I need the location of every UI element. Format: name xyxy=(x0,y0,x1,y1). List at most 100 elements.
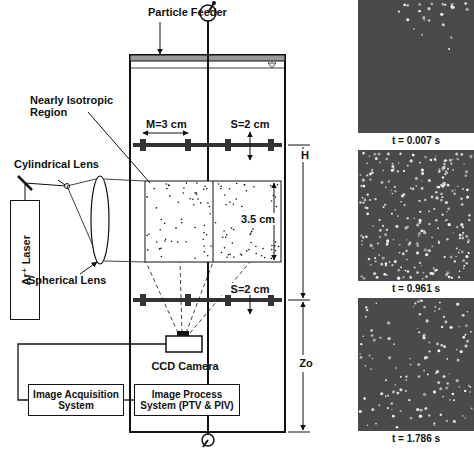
particle-dot xyxy=(379,229,382,232)
particle-dot xyxy=(418,232,421,235)
seed-particle xyxy=(275,196,277,198)
seed-particle xyxy=(166,183,168,185)
particle-dot xyxy=(460,350,463,353)
seed-particle xyxy=(148,233,150,235)
seed-particle xyxy=(215,222,217,224)
ccd-camera: CCD Camera xyxy=(146,330,224,372)
particle-dot xyxy=(443,163,445,165)
particle-dot xyxy=(464,334,466,336)
particle-dot xyxy=(386,242,389,245)
particle-dot xyxy=(465,171,468,174)
particle-dot xyxy=(406,217,408,219)
particle-dot xyxy=(438,308,440,310)
particle-dot xyxy=(443,256,446,259)
crank-arm xyxy=(203,440,208,447)
particle-dot xyxy=(446,271,449,274)
particle-dot xyxy=(428,341,430,343)
particle-dot xyxy=(421,169,424,172)
particle-dot xyxy=(447,184,450,187)
particle-dot xyxy=(373,338,376,341)
seed-particle xyxy=(207,202,209,204)
particle-dot xyxy=(416,408,419,411)
view-line xyxy=(146,262,178,333)
particle-dot xyxy=(421,34,423,36)
particle-dot xyxy=(422,278,424,280)
particle-dot xyxy=(386,229,388,231)
dimension-tick xyxy=(288,145,310,146)
particle-dot xyxy=(402,252,405,255)
particle-dot xyxy=(406,4,409,7)
particle-dot xyxy=(403,170,405,172)
particle-dot xyxy=(379,337,381,339)
particle-dot xyxy=(462,226,464,228)
photo-frame xyxy=(358,0,474,133)
particle-dot xyxy=(443,186,445,188)
particle-dot xyxy=(391,213,393,215)
particle-dot xyxy=(419,200,421,202)
particle-dot xyxy=(464,390,466,392)
particle-dot xyxy=(456,247,458,249)
particle-dot xyxy=(437,349,440,352)
particle-dot xyxy=(453,399,455,401)
particle-dot xyxy=(419,219,422,222)
particle-dot xyxy=(456,358,459,361)
particle-dot xyxy=(385,264,387,266)
particle-dot xyxy=(417,328,418,329)
particle-dot xyxy=(443,375,446,378)
seed-particle xyxy=(275,241,277,243)
particle-dot xyxy=(394,260,397,263)
particle-dot xyxy=(433,390,436,393)
particle-dot xyxy=(371,334,374,337)
particle-dot xyxy=(376,303,377,304)
region-divider xyxy=(213,181,214,262)
particle-dot xyxy=(390,189,391,190)
particle-dot xyxy=(433,267,435,269)
particle-dot xyxy=(392,193,393,194)
seed-particle xyxy=(251,231,253,233)
seed-particle xyxy=(276,206,278,208)
particle-dot xyxy=(466,8,469,11)
particle-field xyxy=(358,150,474,281)
particle-dot xyxy=(431,272,434,275)
particle-dot xyxy=(453,232,454,233)
particle-dot xyxy=(468,214,471,217)
seed-particle xyxy=(178,202,180,204)
seed-particle xyxy=(159,229,161,231)
seed-particle xyxy=(228,254,230,256)
zo-dimension xyxy=(303,372,304,430)
particle-dot xyxy=(424,407,427,410)
seed-particle xyxy=(264,257,266,259)
particle-image: t = 0.961 s xyxy=(358,150,474,296)
particle-dot xyxy=(452,393,455,396)
camera-symbol xyxy=(146,330,224,356)
particle-dot xyxy=(438,241,440,243)
particle-dot xyxy=(440,193,443,196)
seed-particle xyxy=(204,224,206,226)
signal-line xyxy=(124,399,134,400)
particle-dot xyxy=(394,190,396,192)
particle-dot xyxy=(391,169,394,172)
particle-dot xyxy=(437,186,440,189)
particle-dot xyxy=(372,358,374,360)
particle-dot xyxy=(405,270,407,272)
particle-dot xyxy=(407,270,410,273)
particle-dot xyxy=(392,390,395,393)
particle-dot xyxy=(391,264,393,266)
particle-dot xyxy=(362,197,364,199)
particle-dot xyxy=(405,379,407,381)
seed-particle xyxy=(241,206,243,208)
particle-dot xyxy=(427,7,430,10)
process-box: Image Process System (PTV & PIV) xyxy=(134,384,240,416)
particle-dot xyxy=(449,159,452,162)
particle-dot xyxy=(377,152,380,155)
particle-dot xyxy=(448,276,451,279)
particle-dot xyxy=(396,392,399,395)
leader-line xyxy=(58,180,65,185)
particle-dot xyxy=(379,161,381,163)
photo-frame xyxy=(358,150,474,281)
particle-dot xyxy=(362,236,364,238)
particle-dot xyxy=(424,248,427,251)
particle-dot xyxy=(413,28,415,30)
particle-dot xyxy=(440,414,442,416)
spherical-lens xyxy=(91,176,109,264)
